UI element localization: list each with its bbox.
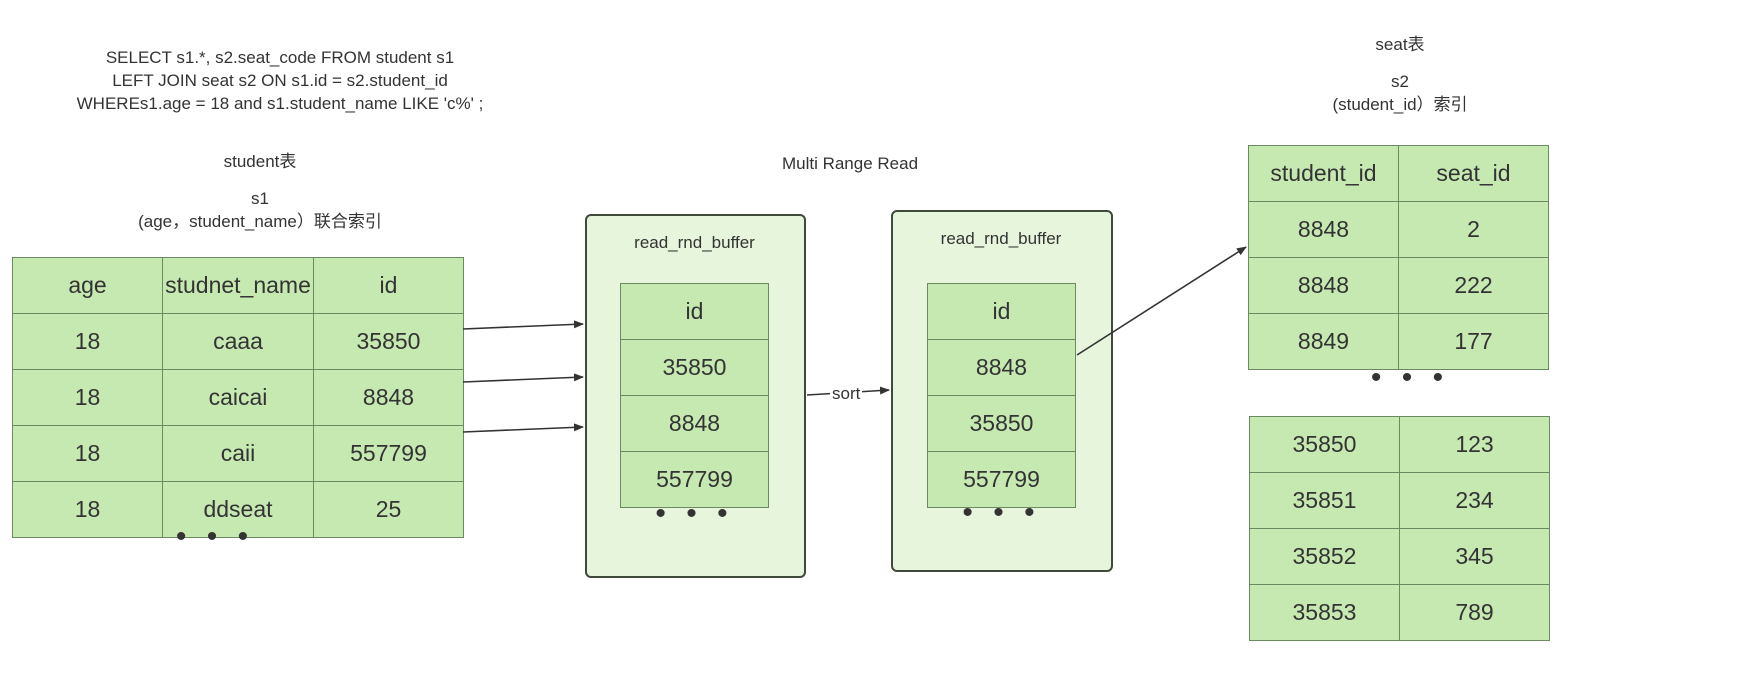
table-row: 35851 234 — [1249, 472, 1550, 529]
sql-line: SELECT s1.*, s2.seat_code FROM student s… — [105, 48, 455, 67]
column-header: id — [620, 283, 769, 340]
table-cell: 8848 — [620, 395, 769, 452]
table-cell: 18 — [12, 313, 163, 370]
seat-table-bottom: 35850 123 35851 234 35852 345 35853 789 — [1249, 416, 1550, 641]
table-cell: 123 — [1399, 416, 1550, 473]
sort-label-overlay: sort — [830, 384, 863, 404]
table-row: 18 caaa 35850 — [12, 313, 464, 370]
table-row: 8848 222 — [1248, 257, 1549, 314]
table-cell: 557799 — [313, 425, 464, 482]
seat-caption: seat表 s2 (student_id）索引 — [1250, 33, 1550, 116]
table-cell: 25 — [313, 481, 464, 538]
table-cell: 8848 — [313, 369, 464, 426]
table-cell: 18 — [12, 481, 163, 538]
seat-index-label: (student_id）索引 — [1332, 95, 1468, 114]
arrow-row3-to-buffer — [462, 423, 584, 433]
table-cell: 557799 — [927, 451, 1076, 508]
table-row: 18 caii 557799 — [12, 425, 464, 482]
table-header-row: age studnet_name id — [12, 257, 464, 314]
sql-line: LEFT JOIN seat s2 ON s1.id = s2.student_… — [112, 71, 448, 90]
student-table-title: student表 — [223, 152, 297, 171]
student-alias: s1 — [251, 189, 269, 208]
table-cell: 18 — [12, 425, 163, 482]
seat-more-ellipsis: • • • — [1370, 361, 1450, 394]
table-cell: 8849 — [1248, 313, 1399, 370]
buffer-2-label: read_rnd_buffer — [940, 229, 1062, 248]
table-cell: 8848 — [1248, 257, 1399, 314]
table-header-row: student_id seat_id — [1248, 145, 1549, 202]
table-cell: caii — [162, 425, 314, 482]
table-cell: 35850 — [620, 339, 769, 396]
table-cell: 35851 — [1249, 472, 1400, 529]
buffer-1-more-ellipsis: • • • — [655, 497, 734, 530]
table-cell: 234 — [1399, 472, 1550, 529]
buffer-2-table: id 8848 35850 557799 — [927, 283, 1076, 508]
buffer-1-label: read_rnd_buffer — [634, 233, 755, 252]
table-cell: ddseat — [162, 481, 314, 538]
buffer-2-more-ellipsis: • • • — [962, 496, 1041, 529]
arrow-buffer-to-seat — [1076, 246, 1247, 356]
table-row: 8849 177 — [1248, 313, 1549, 370]
table-cell: 557799 — [620, 451, 769, 508]
table-cell: 35850 — [1249, 416, 1400, 473]
table-cell: 222 — [1398, 257, 1549, 314]
table-cell: 177 — [1398, 313, 1549, 370]
sql-query: SELECT s1.*, s2.seat_code FROM student s… — [40, 46, 520, 115]
seat-table-title: seat表 — [1375, 35, 1425, 54]
table-row: 35852 345 — [1249, 528, 1550, 585]
student-caption: student表 s1 (age，student_name）联合索引 — [60, 150, 460, 233]
table-cell: 35852 — [1249, 528, 1400, 585]
student-table: age studnet_name id 18 caaa 35850 18 cai… — [12, 257, 464, 538]
buffer-1-table: id 35850 8848 557799 — [620, 283, 769, 508]
column-header: age — [12, 257, 163, 314]
table-row: 18 ddseat 25 — [12, 481, 464, 538]
table-row: 35850 123 — [1249, 416, 1550, 473]
student-index-label: (age，student_name）联合索引 — [138, 212, 382, 231]
column-header: id — [927, 283, 1076, 340]
table-cell: 35853 — [1249, 584, 1400, 641]
seat-table-top: student_id seat_id 8848 2 8848 222 8849 … — [1248, 145, 1549, 370]
table-cell: 789 — [1399, 584, 1550, 641]
sql-line: WHEREs1.age = 18 and s1.student_name LIK… — [76, 94, 484, 113]
mrr-title: Multi Range Read — [781, 154, 919, 173]
column-header: studnet_name — [162, 257, 314, 314]
table-cell: 2 — [1398, 201, 1549, 258]
arrow-row2-to-buffer — [462, 373, 584, 383]
table-cell: caicai — [162, 369, 314, 426]
table-row: 35853 789 — [1249, 584, 1550, 641]
column-header: seat_id — [1398, 145, 1549, 202]
table-cell: caaa — [162, 313, 314, 370]
student-more-ellipsis: • • • — [175, 520, 255, 553]
arrow-row1-to-buffer — [462, 320, 584, 330]
seat-alias: s2 — [1391, 72, 1409, 91]
